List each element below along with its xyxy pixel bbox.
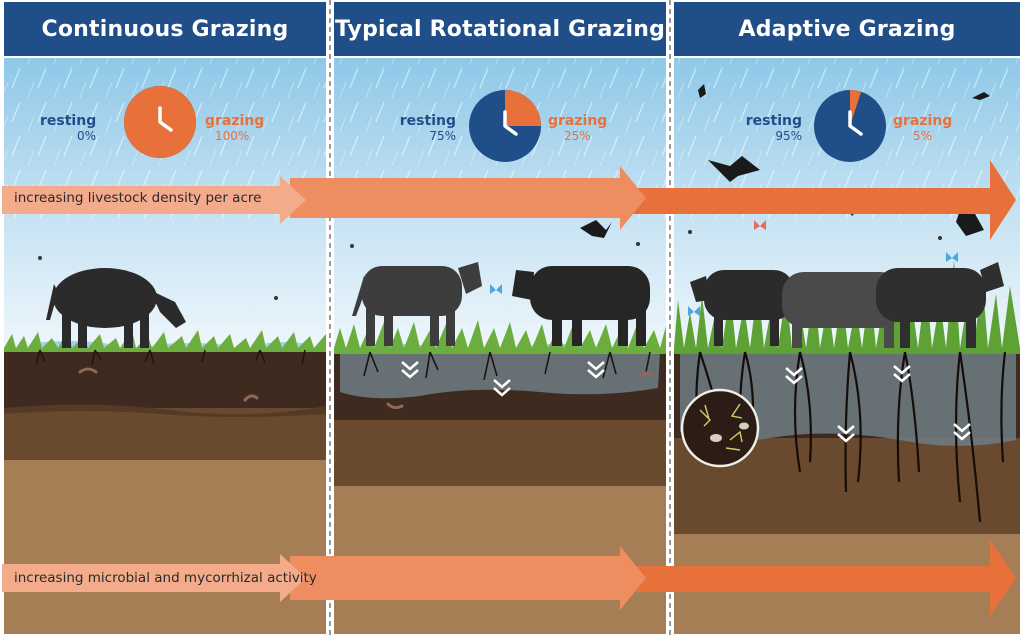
- topsoil: [4, 348, 326, 408]
- insect: [274, 296, 278, 300]
- density-arrow-dark: [290, 160, 1016, 240]
- density-arrow-label: increasing livestock density per acre: [14, 190, 262, 206]
- grazing-key: grazing: [205, 113, 265, 129]
- cow-silhouette: [782, 272, 902, 348]
- clock-pie: [814, 90, 886, 162]
- resting-key: resting: [399, 113, 456, 129]
- subsoil: [334, 420, 666, 486]
- clock-hands-icon: [503, 110, 518, 136]
- medium-roots: [363, 351, 651, 381]
- density-arrow-light: [2, 176, 306, 224]
- grazing-key: grazing: [548, 113, 608, 129]
- insect: [38, 256, 42, 260]
- grazing-label-rotational: grazing 25%: [548, 114, 618, 144]
- grazing-label-continuous: grazing 100%: [205, 114, 275, 144]
- grazing-value: 25%: [564, 129, 591, 143]
- worm: [386, 402, 404, 410]
- cow-silhouette: [46, 268, 186, 348]
- infiltration-chevrons: [785, 365, 971, 443]
- microbial-arrow: [2, 540, 1016, 616]
- resting-label-rotational: resting 75%: [394, 114, 456, 144]
- bird: [708, 156, 760, 182]
- worm: [78, 367, 98, 374]
- resting-label-continuous: resting 0%: [40, 114, 96, 144]
- resting-value: 0%: [76, 129, 96, 143]
- clocks: [124, 86, 886, 162]
- butterfly: [946, 252, 958, 262]
- panel-title-adaptive: Adaptive Grazing: [674, 2, 1020, 56]
- water-infiltration: [340, 352, 660, 399]
- panel-title-rotational: Typical Rotational Grazing: [334, 2, 666, 56]
- grass-tall: [674, 260, 1020, 354]
- subsoil: [4, 408, 326, 460]
- cow-silhouette: [690, 270, 794, 346]
- resting-key: resting: [745, 113, 802, 129]
- soil-wave: [4, 404, 326, 417]
- clock-pie: [469, 90, 541, 162]
- grazing-label-adaptive: grazing 5%: [893, 114, 963, 144]
- clock-pie: [124, 86, 196, 158]
- butterfly: [754, 220, 766, 230]
- insect: [688, 230, 692, 234]
- resting-key: resting: [40, 113, 97, 129]
- cow-silhouette: [876, 262, 1004, 348]
- density-arrow-mid: [290, 166, 646, 230]
- panel-title-continuous: Continuous Grazing: [4, 2, 326, 56]
- insect: [636, 242, 640, 246]
- resting-label-adaptive: resting 95%: [740, 114, 802, 144]
- infiltration-chevrons: [401, 361, 605, 397]
- clock-hands-icon: [848, 110, 863, 136]
- bird: [580, 220, 612, 238]
- worm: [638, 371, 654, 378]
- grass-medium: [334, 320, 666, 354]
- deep-soil: [4, 460, 326, 634]
- microbial-arrow-mid: [290, 546, 646, 610]
- density-arrow: [2, 160, 1016, 240]
- clock-hands-icon: [158, 106, 173, 132]
- butterfly: [688, 306, 700, 316]
- cow-silhouette: [512, 266, 650, 346]
- microbial-arrow-label: increasing microbial and mycorrhizal act…: [14, 570, 317, 586]
- resting-value: 75%: [429, 129, 456, 143]
- bird: [698, 84, 706, 98]
- water-infiltration: [680, 352, 1016, 446]
- insect: [350, 244, 354, 248]
- microbe-inset: [680, 388, 760, 468]
- cow-silhouette: [352, 262, 482, 346]
- shallow-roots: [35, 349, 306, 366]
- butterfly: [490, 284, 502, 294]
- grazing-slice: [850, 90, 862, 126]
- grazing-value: 5%: [913, 129, 933, 143]
- grazing-value: 100%: [215, 129, 250, 143]
- grazing-key: grazing: [893, 113, 953, 129]
- microbial-arrow-dark: [290, 540, 1016, 616]
- worm: [243, 394, 259, 402]
- resting-value: 95%: [775, 129, 802, 143]
- bird: [972, 92, 990, 100]
- insect: [938, 236, 942, 240]
- grazing-slice: [505, 90, 541, 126]
- microbial-arrow-light: [2, 554, 306, 602]
